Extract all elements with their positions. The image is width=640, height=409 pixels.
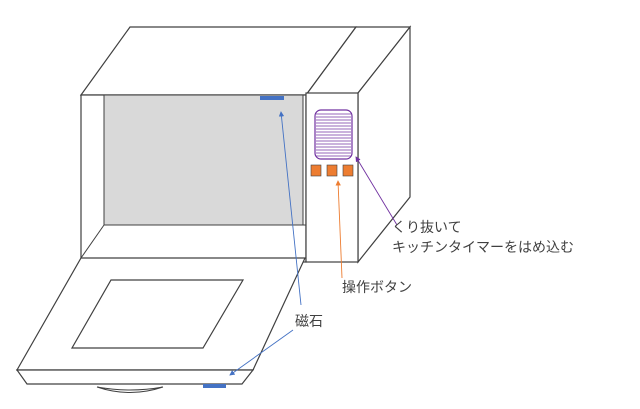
timer-arrow	[355, 156, 398, 226]
door-front-edge	[15, 369, 255, 385]
buttons-label: 操作ボタン	[342, 280, 412, 296]
door-window	[70, 279, 245, 349]
door-handle	[96, 386, 164, 393]
buttons-arrow	[335, 180, 343, 279]
cavity-window	[103, 94, 304, 226]
magnet-arrow-bottom	[229, 329, 294, 376]
timer-label-line2: キッチンタイマーをはめ込む	[392, 240, 574, 256]
timer-grill-lines	[316, 113, 351, 157]
control-button-3	[342, 164, 354, 177]
timer-label-line1: くり抜いて	[392, 220, 462, 236]
magnet-top	[260, 96, 284, 100]
cavity-edge	[80, 224, 105, 259]
magnet-arrow-top	[278, 111, 302, 306]
magnet-label: 磁石	[295, 314, 323, 330]
magnet-bottom	[203, 384, 226, 388]
control-button-1	[310, 164, 322, 177]
control-button-2	[326, 164, 338, 177]
